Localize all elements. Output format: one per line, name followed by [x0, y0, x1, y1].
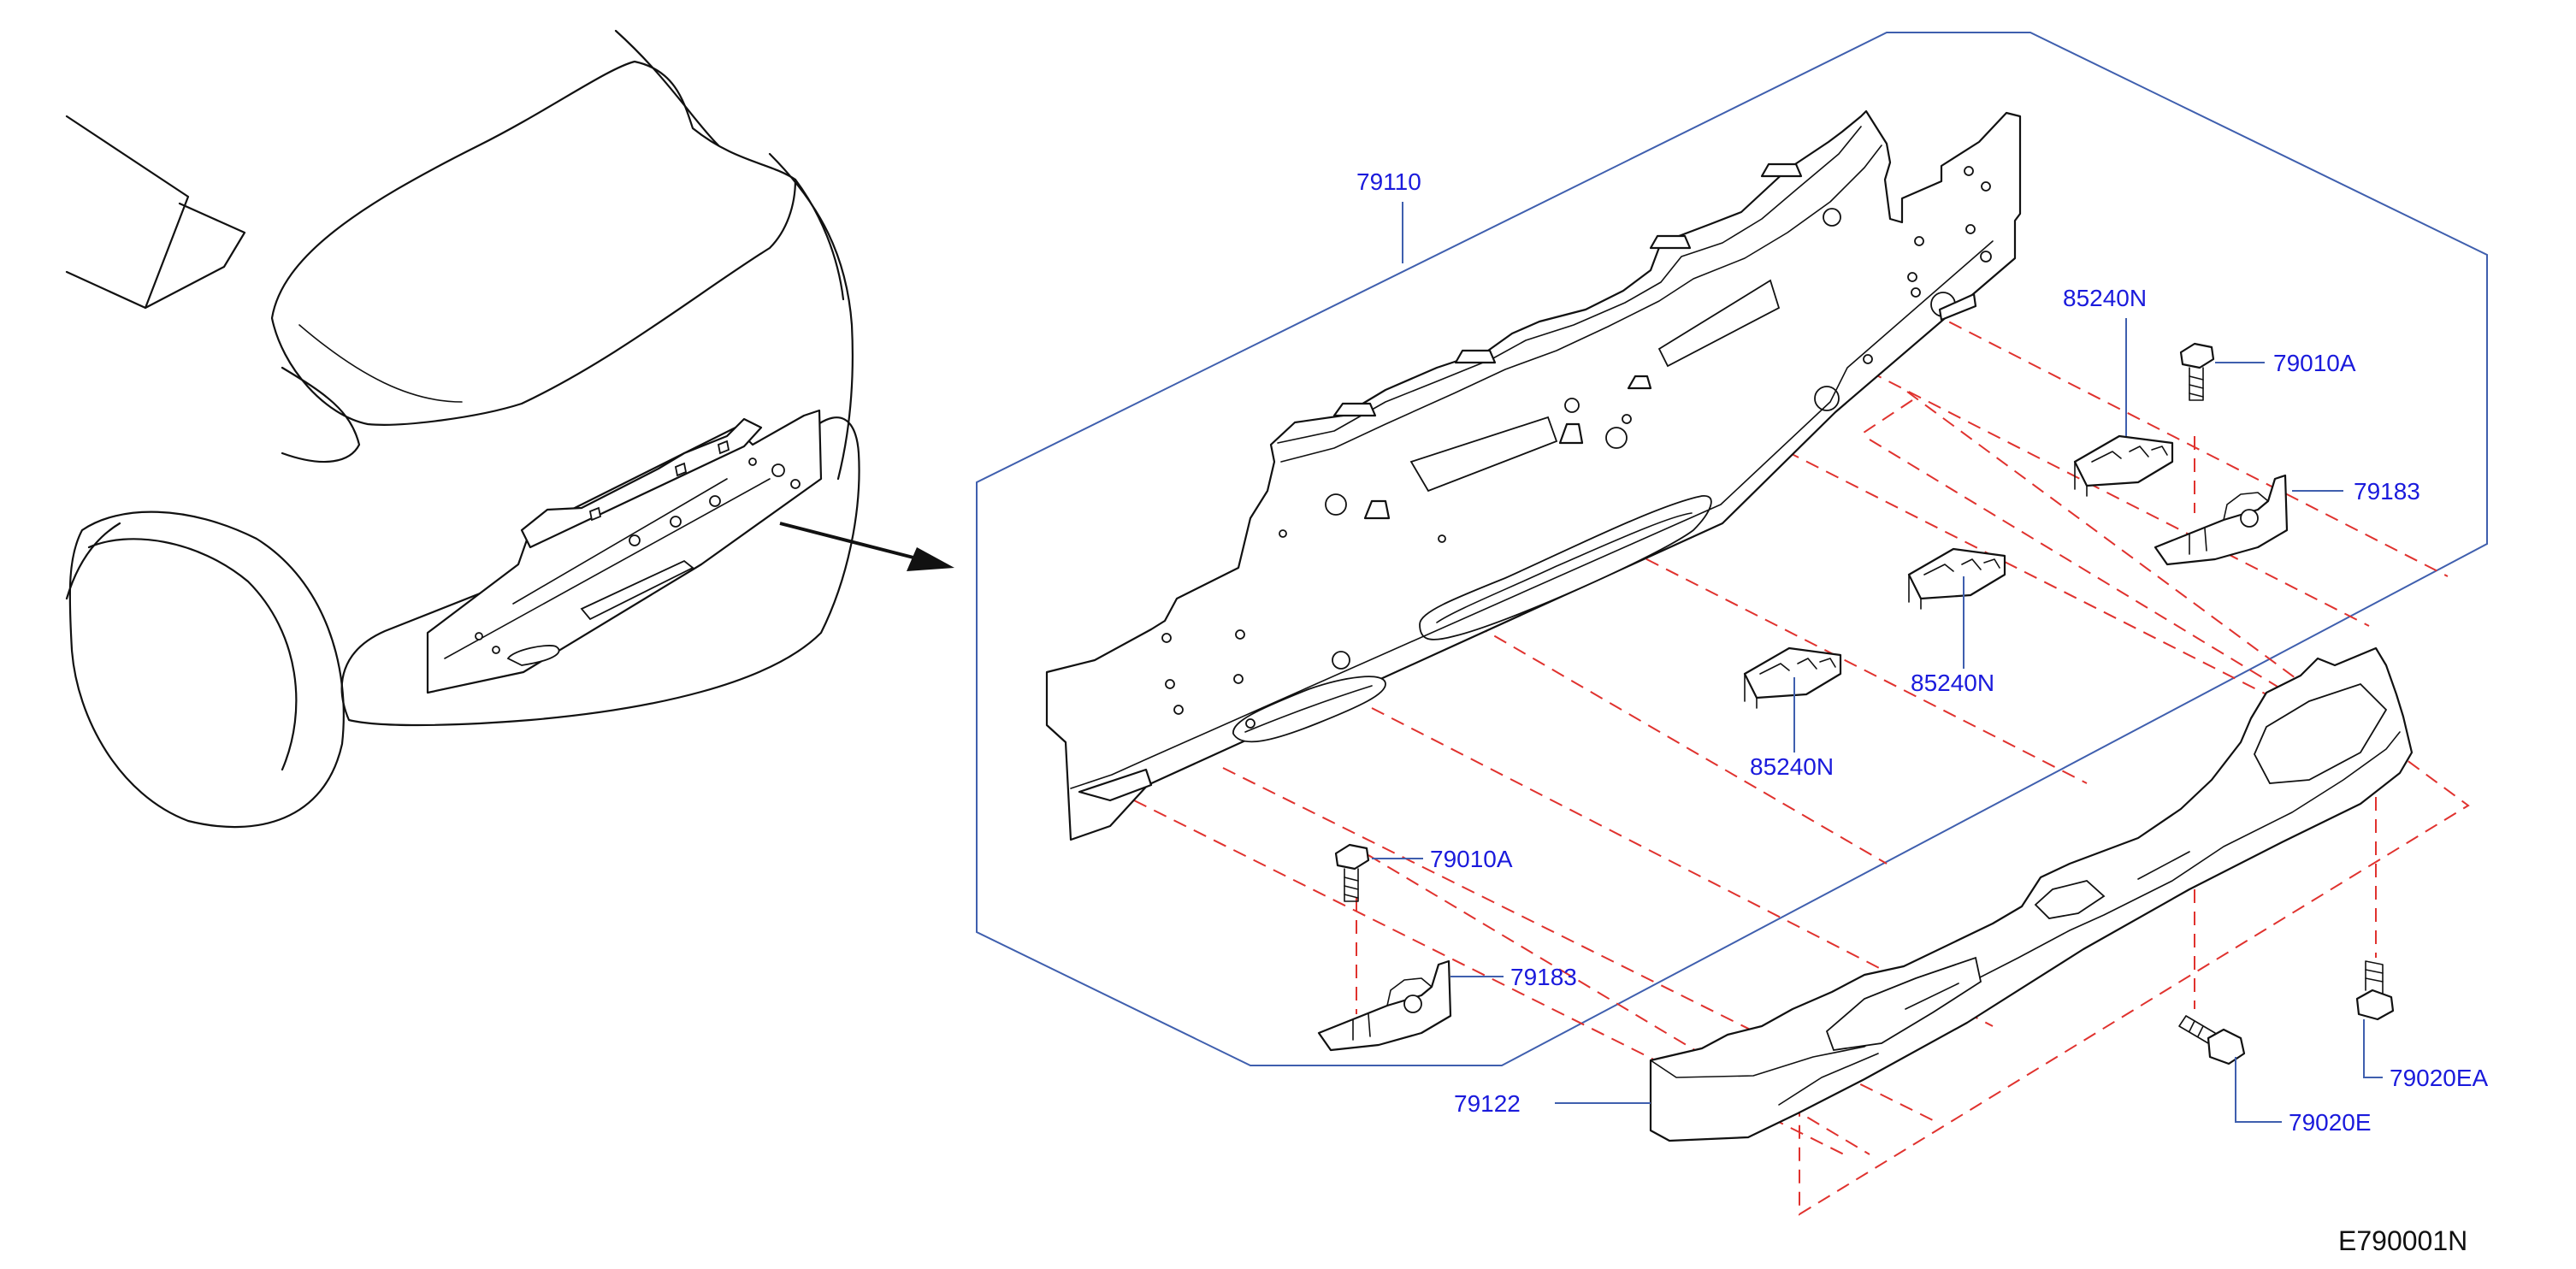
vehicle-rear-illustration	[65, 29, 860, 829]
rear-panel-79110	[1045, 109, 2022, 841]
callout-leaders	[1372, 202, 2383, 1123]
direction-arrow	[779, 522, 954, 571]
bolt-79010A-left	[1334, 843, 1370, 902]
clip-79020EA	[2355, 960, 2395, 1021]
label-stay-79183-left: 79183	[1510, 964, 1577, 990]
absorber-79122	[1649, 646, 2414, 1142]
label-bolt-79010A-left: 79010A	[1430, 846, 1513, 872]
label-absorber-79122: 79122	[1454, 1090, 1521, 1117]
label-bolt-79010A-right: 79010A	[2273, 350, 2356, 376]
bracket-85240N-middle	[1907, 547, 2006, 610]
label-stay-79183-right: 79183	[2354, 478, 2420, 505]
stay-79183-right	[2154, 474, 2289, 566]
stay-79183-left	[1317, 959, 1452, 1052]
label-clip-79020EA: 79020EA	[2390, 1065, 2489, 1091]
bracket-85240N-lower	[1743, 646, 1842, 709]
diagram-code: E790001N	[2338, 1225, 2467, 1256]
label-bracket-85240N-top: 85240N	[2063, 285, 2147, 311]
bracket-85240N-top	[2073, 434, 2174, 497]
label-bracket-85240N-middle: 85240N	[1911, 670, 1994, 696]
bolt-79010A-right	[2179, 342, 2215, 401]
label-bracket-85240N-lower: 85240N	[1750, 753, 1834, 780]
label-clip-79020E: 79020E	[2289, 1109, 2372, 1136]
clip-79020E	[2178, 1015, 2246, 1065]
label-panel-79110: 79110	[1356, 168, 1421, 195]
callout-labels: 79110 85240N 79010A 79183 85240N 85240N …	[1356, 168, 2489, 1136]
assembly-frame	[976, 32, 2488, 1066]
